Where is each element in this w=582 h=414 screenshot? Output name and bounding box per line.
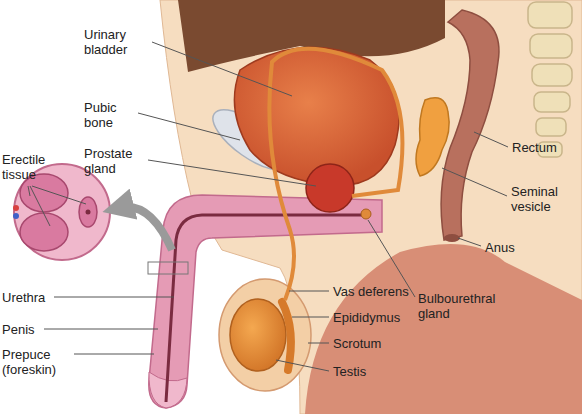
part-label: Urinary bladder bbox=[84, 27, 146, 57]
part-label: Erectile tissue bbox=[2, 152, 64, 182]
part-label: Prepuce (foreskin) bbox=[2, 347, 74, 377]
part-label: Anus bbox=[485, 240, 515, 255]
part-label: Vas deferens bbox=[333, 284, 409, 299]
part-label: Rectum bbox=[512, 140, 557, 155]
part-label: Seminal vesicle bbox=[511, 184, 573, 214]
part-label: Pubic bone bbox=[84, 100, 136, 130]
part-label: Testis bbox=[333, 364, 366, 379]
part-label: Penis bbox=[2, 322, 35, 337]
part-label: Epididymus bbox=[333, 310, 400, 325]
part-label: Urethra bbox=[2, 290, 45, 305]
part-label: Bulbourethral gland bbox=[418, 291, 513, 321]
part-label: Prostate gland bbox=[84, 146, 146, 176]
part-label: Scrotum bbox=[333, 336, 381, 351]
